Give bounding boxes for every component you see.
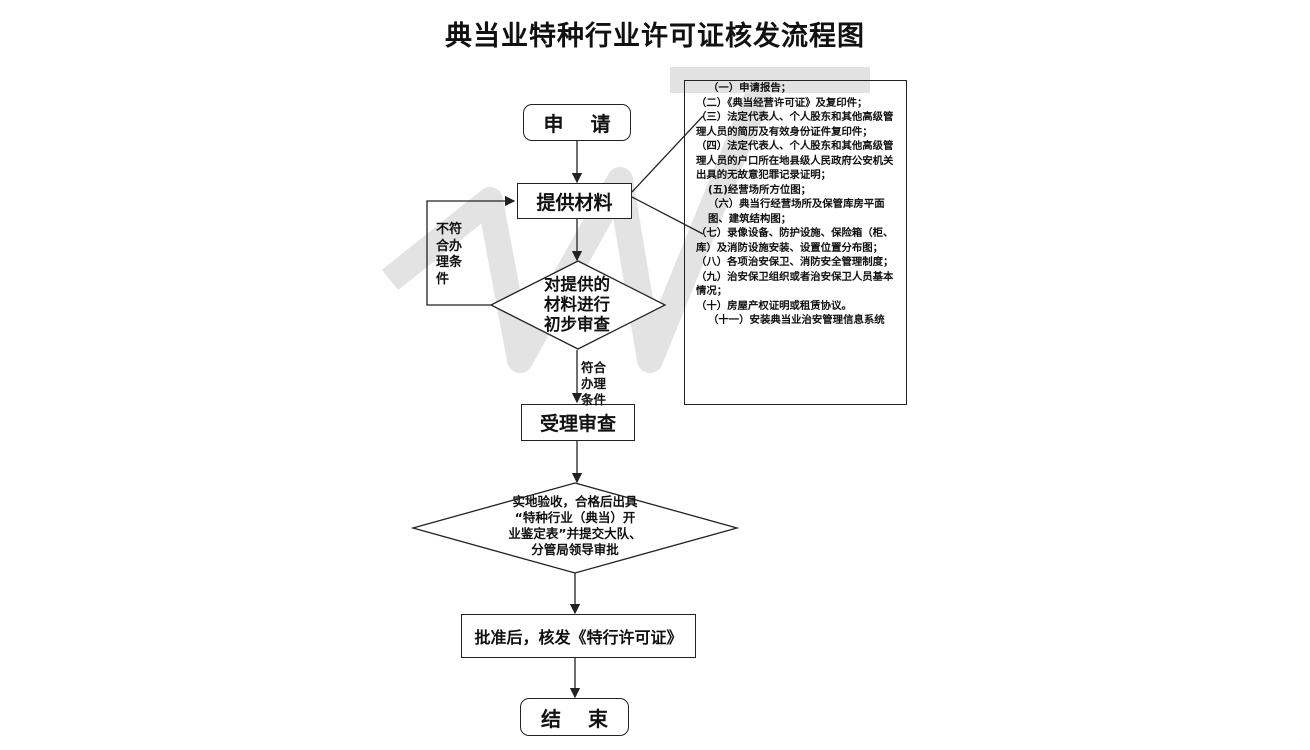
- apply-node: 申 请: [523, 104, 631, 141]
- material-item-9: （九）治安保卫组织或者治安保卫人员基本情况；: [696, 270, 894, 298]
- material-item-10: （十）房屋产权证明或租赁协议。: [696, 299, 852, 312]
- not-meet-line-4: 件: [436, 271, 450, 287]
- inspect-line-3: 业鉴定表”并提交大队、: [508, 526, 642, 541]
- callout-line-upper: [631, 115, 704, 193]
- inspect-diamond-label: 实地验收，合格后出具 “特种行业（典当）开 业鉴定表”并提交大队、 分管局领导审…: [478, 494, 672, 558]
- accept-node: 受理审查: [521, 404, 635, 441]
- end-node: 结 束: [520, 698, 629, 736]
- not-meet-line-1: 不符: [436, 222, 463, 237]
- material-item-8: （八）各项治安保卫、消防安全管理制度；: [696, 256, 894, 268]
- review-diamond: [489, 260, 667, 350]
- inspect-line-1: 实地验收，合格后出具: [512, 494, 638, 509]
- callout-line-lower: [631, 196, 704, 235]
- material-item-11: （十一）安装典当业治安管理信息系统: [708, 314, 885, 326]
- materials-list-box: （一）申请报告； （二）《典当经营许可证》及复印件； （三）法定代表人、个人股东…: [684, 80, 907, 405]
- reject-loop-line: [426, 195, 516, 306]
- inspect-line-4: 分管局领导审批: [531, 542, 619, 557]
- approve-node: 批准后，核发《特行许可证》: [461, 614, 696, 658]
- material-item-7: （七）录像设备、防护设施、保险箱（柜、库）及消防设施安装、设置位置分布图；: [696, 227, 894, 254]
- review-diamond-label: 对提供的 材料进行 初步审查: [521, 275, 633, 334]
- not-meet-line-3: 理条: [436, 255, 463, 271]
- not-meet-label: 不符 合办 理条 件: [436, 222, 462, 289]
- not-meet-line-2: 合办: [436, 238, 463, 254]
- material-item-6: （六）典当行经营场所及保管库房平面图、建筑结构图；: [708, 198, 885, 225]
- inspect-diamond: [410, 482, 740, 574]
- meet-label: 符合 办理 条件: [581, 360, 606, 408]
- meet-line-1: 符合: [581, 360, 607, 375]
- material-item-5: (五)经营场所方位图；: [708, 183, 812, 196]
- material-item-1: （一）申请报告；: [708, 82, 792, 94]
- page-title: 典当业特种行业许可证核发流程图: [445, 21, 865, 52]
- material-item-2: （二）《典当经营许可证》及复印件；: [696, 96, 868, 109]
- review-line-1: 对提供的: [544, 275, 610, 294]
- material-item-4: （四）法定代表人、个人股东和其他高级管理人员的户口所在地县级人民政府公安机关出具…: [696, 140, 894, 181]
- meet-line-3: 条件: [581, 392, 607, 407]
- material-item-3: （三）法定代表人、个人股东和其他高级管理人员的简历及有效身份证件复印件；: [696, 111, 894, 138]
- materials-node: 提供材料: [517, 183, 632, 219]
- meet-line-2: 办理: [581, 376, 607, 391]
- review-line-3: 初步审查: [544, 314, 610, 334]
- inspect-line-2: “特种行业（典当）开: [514, 510, 636, 525]
- review-line-2: 材料进行: [544, 294, 610, 314]
